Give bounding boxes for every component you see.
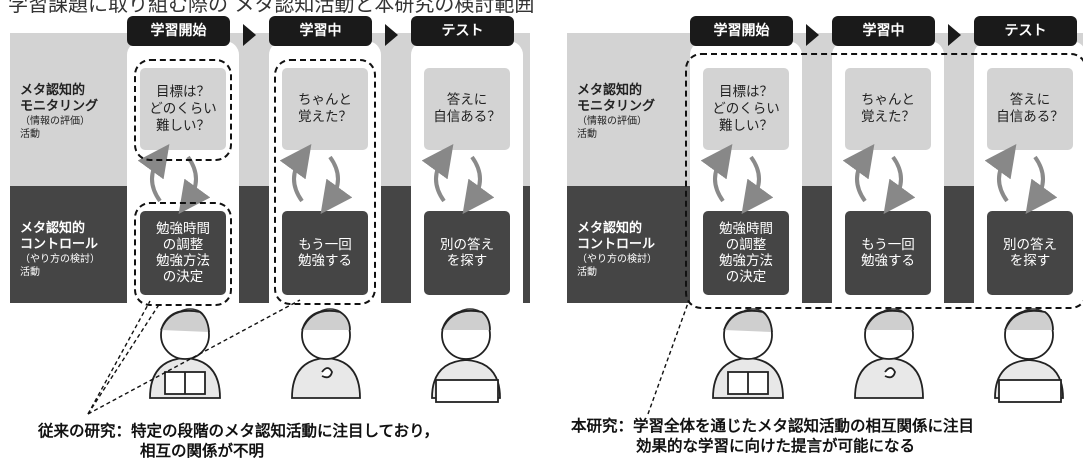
- monitoring-label: メタ認知的 モニタリング: [577, 83, 656, 114]
- previous-study-label: 従来の研究：: [38, 422, 132, 440]
- test-taking-learner-icon: [994, 309, 1064, 403]
- stage-arrow-icon: [948, 24, 961, 46]
- stage-arrow-icon: [806, 24, 819, 46]
- cycle-arrow-icon: [741, 155, 774, 214]
- stage-arrow-icon: [385, 24, 398, 46]
- cycle-arrow-icon: [984, 144, 1017, 203]
- question-text: 答えに 自信ある？: [996, 92, 1064, 125]
- cycle-arrow-icon: [320, 155, 353, 214]
- cycle-arrows: [700, 144, 1058, 214]
- current-study-label: 本研究：: [571, 417, 634, 435]
- action-box-start: 勉強時間 の調整 勉強方法 の決定: [703, 211, 789, 295]
- focus-outline-all-stages: [685, 53, 1083, 309]
- cycle-arrow-icon: [1025, 155, 1058, 214]
- question-box-during: ちゃんと 覚えた？: [282, 68, 368, 150]
- stage-header-during: 学習中: [832, 16, 935, 46]
- stage-header-test: テスト: [974, 16, 1077, 46]
- control-sub-label: （やり方の検討） 活動: [577, 254, 657, 278]
- monitoring-label: メタ認知的 モニタリング: [20, 83, 99, 114]
- question-text: ちゃんと 覚えた？: [861, 92, 915, 125]
- previous-study-caption: 従来の研究：特定の段階のメタ認知活動に注目しており，: [38, 421, 439, 441]
- previous-study-line1: 特定の段階のメタ認知活動に注目しており，: [131, 422, 440, 440]
- figure-title: 学習課題に取り組む際の メタ認知活動と本研究の検討範囲: [8, 0, 535, 16]
- action-text: もう一回 勉強する: [298, 237, 352, 269]
- question-box-during: ちゃんと 覚えた？: [845, 68, 931, 150]
- current-study-line1: 学習全体を通じたメタ認知活動の相互関係に注目: [633, 417, 975, 435]
- action-box-test: 別の答え を探す: [424, 211, 510, 295]
- current-study-caption: 本研究：学習全体を通じたメタ認知活動の相互関係に注目: [571, 416, 974, 436]
- action-text: 別の答え を探す: [1003, 237, 1057, 269]
- question-box-start: 目標は？ どのくらい 難しい？: [703, 68, 789, 150]
- current-study-caption-line2: 効果的な学習に向けた提言が可能になる: [636, 437, 916, 455]
- reading-learner-icon: [149, 309, 221, 399]
- question-text: 答えに 自信ある？: [433, 92, 501, 125]
- monitoring-row-label: メタ認知的 モニタリング （情報の評価） 活動: [20, 83, 98, 141]
- question-text: ちゃんと 覚えた？: [298, 92, 352, 125]
- monitoring-sub-label: （情報の評価） 活動: [20, 116, 90, 140]
- cycle-arrow-icon: [462, 155, 495, 214]
- control-sub-label: （やり方の検討） 活動: [20, 254, 100, 278]
- thinking-learner-icon: [854, 309, 924, 399]
- cycle-arrow-icon: [421, 144, 454, 203]
- action-text: 勉強時間 の調整 勉強方法 の決定: [719, 221, 773, 285]
- right-panel: メタ認知的 モニタリング （情報の評価） 活動 メタ認知的 コントロール （やり…: [567, 16, 1083, 331]
- control-row-label: メタ認知的 コントロール （やり方の検討） 活動: [577, 221, 657, 279]
- test-taking-learner-icon: [431, 309, 501, 403]
- question-text: 目標は？ どのくらい 難しい？: [149, 83, 217, 134]
- stage-arrow-icon: [243, 24, 256, 46]
- action-box-during: もう一回 勉強する: [282, 211, 368, 295]
- question-box-test: 答えに 自信ある？: [424, 68, 510, 150]
- control-label: メタ認知的 コントロール: [577, 221, 656, 252]
- cycle-arrow-icon: [883, 155, 916, 214]
- left-panel: メタ認知的 モニタリング （情報の評価） 活動 メタ認知的 コントロール （やり…: [10, 16, 530, 331]
- control-row-label: メタ認知的 コントロール （やり方の検討） 活動: [20, 221, 100, 279]
- callout-lines: [87, 299, 689, 415]
- previous-study-caption-line2: 相互の関係が不明: [140, 442, 265, 460]
- question-box-test: 答えに 自信ある？: [987, 68, 1073, 150]
- reading-learner-icon: [712, 309, 784, 399]
- action-box-test: 別の答え を探す: [987, 211, 1073, 295]
- stage-header-start: 学習開始: [127, 16, 230, 46]
- stage-header-start: 学習開始: [690, 16, 793, 46]
- focus-outline-start-bottom: [134, 202, 232, 306]
- cycle-arrow-icon: [279, 144, 312, 203]
- monitoring-sub-label: （情報の評価） 活動: [577, 116, 647, 140]
- action-box-start: 勉強時間 の調整 勉強方法 の決定: [140, 211, 226, 295]
- monitoring-row-label: メタ認知的 モニタリング （情報の評価） 活動: [577, 83, 655, 141]
- action-text: もう一回 勉強する: [861, 237, 915, 269]
- action-box-during: もう一回 勉強する: [845, 211, 931, 295]
- cycle-arrow-icon: [842, 144, 875, 203]
- action-text: 別の答え を探す: [440, 237, 494, 269]
- stage-header-test: テスト: [411, 16, 514, 46]
- action-text: 勉強時間 の調整 勉強方法 の決定: [156, 221, 210, 285]
- focus-outline-start-top: [134, 59, 232, 161]
- question-text: 目標は？ どのくらい 難しい？: [712, 83, 780, 134]
- question-box-start: 目標は？ どのくらい 難しい？: [140, 68, 226, 150]
- control-label: メタ認知的 コントロール: [20, 221, 99, 252]
- stage-header-during: 学習中: [269, 16, 372, 46]
- cycle-arrow-icon: [700, 144, 733, 203]
- focus-outline-during: [274, 59, 376, 305]
- thinking-learner-icon: [291, 309, 361, 399]
